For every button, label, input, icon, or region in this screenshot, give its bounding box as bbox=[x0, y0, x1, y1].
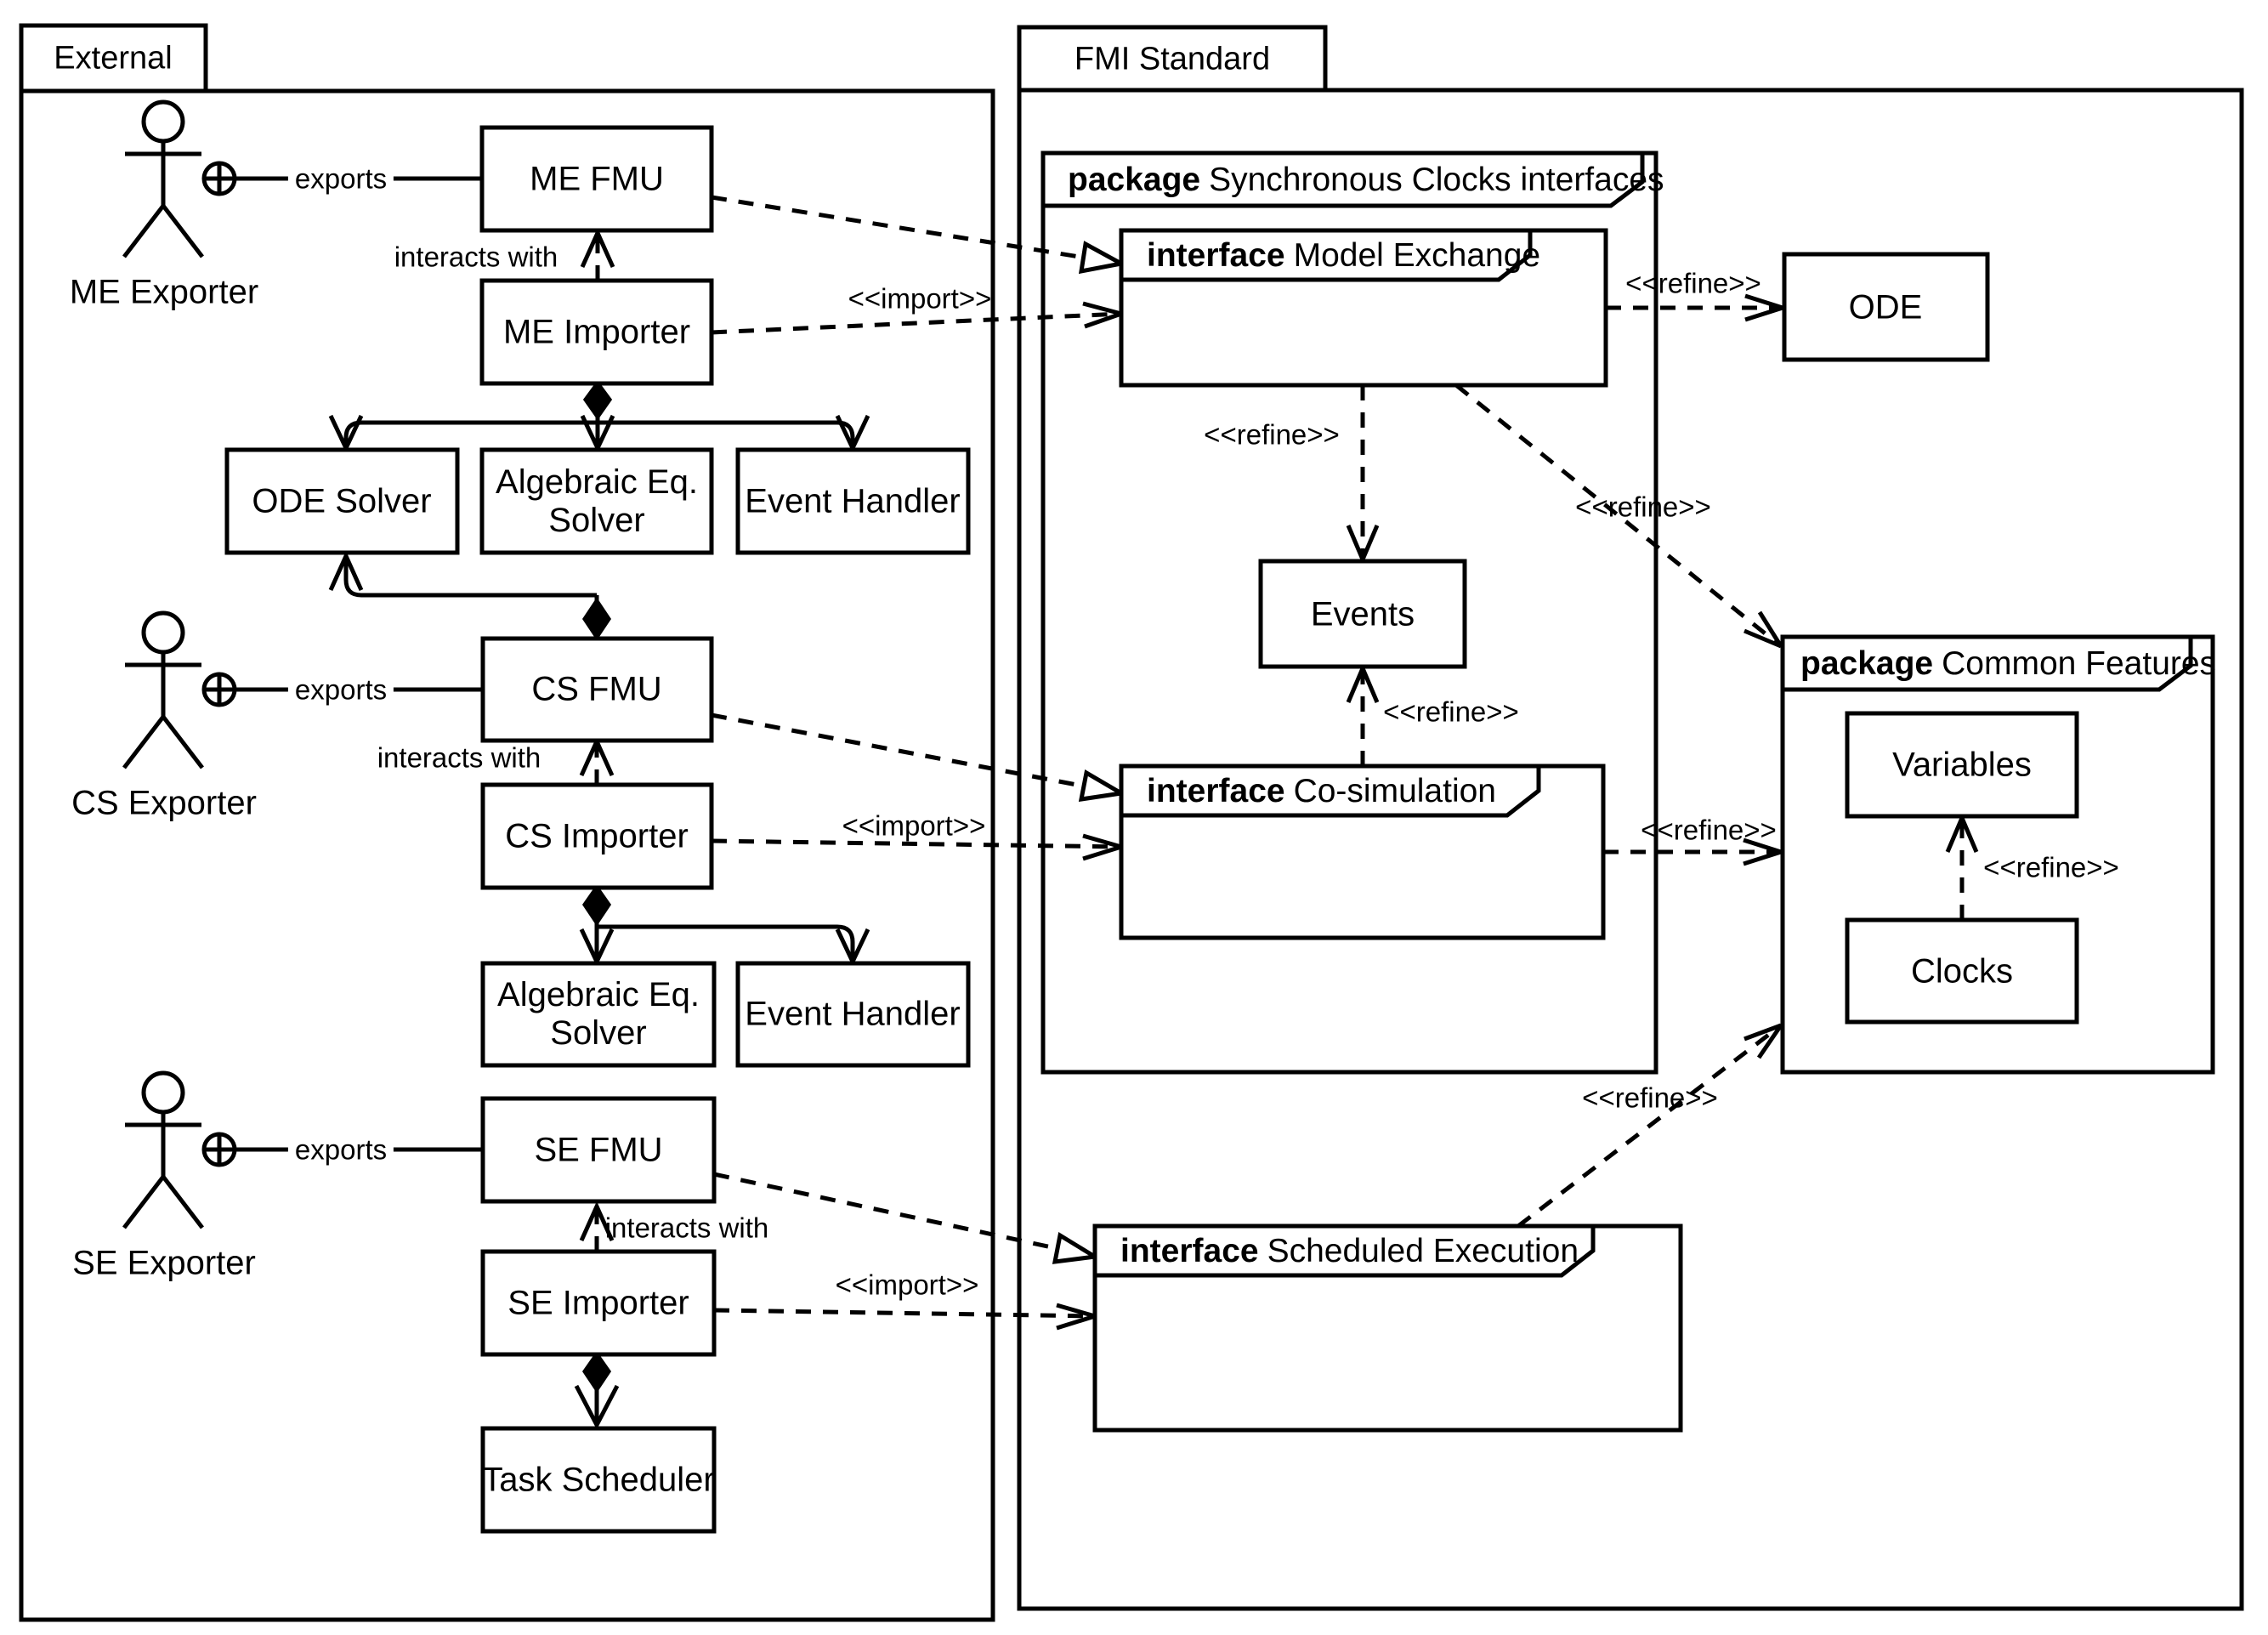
node-ode-solver: ODE Solver bbox=[252, 482, 432, 520]
external-frame-title: External bbox=[54, 40, 173, 77]
node-clocks: Clocks bbox=[1910, 952, 2014, 991]
edge-realize-cs-fmu bbox=[711, 712, 1128, 802]
edge-label-refine-me-common: <<refine>> bbox=[1575, 491, 1711, 523]
actor-se-exporter-label: SE Exporter bbox=[72, 1244, 256, 1282]
edge-refine-clocks-variables bbox=[1945, 812, 1979, 920]
interface-model-exchange-shape bbox=[1119, 228, 1608, 388]
node-cs-fmu: CS FMU bbox=[531, 670, 662, 708]
edge-label-interacts-cs: interacts with bbox=[377, 741, 541, 774]
edge-label-refine-sched-common: <<refine>> bbox=[1582, 1081, 1718, 1114]
edge-label-interacts-me: interacts with bbox=[394, 241, 558, 273]
edge-label-import-cs: <<import>> bbox=[842, 809, 986, 842]
common-features-package-frame bbox=[1780, 634, 2215, 1075]
node-variables: Variables bbox=[1892, 746, 2032, 784]
composition-cs-importer bbox=[579, 883, 870, 967]
node-ode: ODE bbox=[1848, 288, 1923, 326]
edge-label-exports-me: exports bbox=[287, 163, 394, 196]
actor-me-exporter-figure bbox=[122, 99, 237, 258]
actor-me-exporter-label: ME Exporter bbox=[69, 273, 259, 311]
edge-label-interacts-se: interacts with bbox=[604, 1212, 769, 1244]
interface-co-simulation-shape bbox=[1119, 764, 1606, 940]
edge-label-refine-me-events: <<refine>> bbox=[1204, 418, 1340, 451]
edge-label-exports-se: exports bbox=[287, 1134, 394, 1167]
fmi-frame-title: FMI Standard bbox=[1074, 41, 1271, 77]
edge-realize-se-fmu bbox=[713, 1172, 1102, 1264]
node-se-importer: SE Importer bbox=[507, 1284, 689, 1322]
node-me-fmu: ME FMU bbox=[530, 160, 664, 198]
edge-label-import-se: <<import>> bbox=[835, 1269, 979, 1301]
node-task-scheduler: Task Scheduler bbox=[482, 1461, 715, 1499]
edge-import-se bbox=[713, 1303, 1096, 1331]
composition-se-importer bbox=[574, 1350, 620, 1430]
node-event-handler-1: Event Handler bbox=[745, 482, 961, 520]
fmi-standard-frame bbox=[1017, 25, 2244, 1611]
edge-refine-cosim-common bbox=[1603, 837, 1782, 866]
sync-clocks-package-frame bbox=[1040, 150, 1658, 1075]
edge-refine-me-ode bbox=[1606, 293, 1783, 322]
actor-cs-exporter-label: CS Exporter bbox=[71, 784, 257, 822]
edge-label-exports-cs: exports bbox=[287, 674, 394, 707]
edge-label-import-me: <<import>> bbox=[848, 282, 992, 315]
edge-refine-me-common bbox=[1454, 383, 1783, 649]
edge-refine-sched-common bbox=[1517, 1023, 1783, 1228]
node-events: Events bbox=[1310, 595, 1415, 633]
interface-scheduled-execution-shape bbox=[1092, 1223, 1683, 1433]
node-alg-eq-solver-1: Algebraic Eq. Solver bbox=[496, 463, 698, 539]
edge-interacts-se bbox=[579, 1201, 615, 1252]
edge-label-refine-me-ode: <<refine>> bbox=[1625, 267, 1761, 299]
edge-label-refine-clocks-variables: <<refine>> bbox=[1983, 851, 2119, 883]
composition-me-importer bbox=[328, 379, 870, 453]
external-frame bbox=[19, 23, 995, 1622]
edge-refine-me-events bbox=[1346, 385, 1380, 565]
edge-label-refine-cosim-common: <<refine>> bbox=[1641, 814, 1777, 846]
node-alg-eq-solver-2: Algebraic Eq. Solver bbox=[497, 976, 700, 1052]
node-boxes bbox=[224, 125, 2079, 1534]
edge-import-me bbox=[711, 301, 1122, 335]
composition-cs-fmu-ode bbox=[328, 550, 612, 641]
edge-realize-me-fmu bbox=[711, 195, 1128, 275]
node-cs-importer: CS Importer bbox=[505, 817, 689, 855]
node-me-importer: ME Importer bbox=[502, 313, 691, 351]
edge-import-cs bbox=[711, 833, 1122, 861]
node-se-fmu: SE FMU bbox=[534, 1131, 663, 1169]
actor-cs-exporter-figure bbox=[122, 610, 237, 769]
edge-interacts-cs bbox=[579, 735, 615, 785]
node-event-handler-2: Event Handler bbox=[745, 995, 961, 1033]
actor-se-exporter-figure bbox=[122, 1070, 237, 1229]
edge-label-refine-cosim-events: <<refine>> bbox=[1383, 695, 1519, 728]
edge-refine-cosim-events bbox=[1346, 662, 1380, 766]
edge-interacts-me bbox=[580, 227, 615, 281]
